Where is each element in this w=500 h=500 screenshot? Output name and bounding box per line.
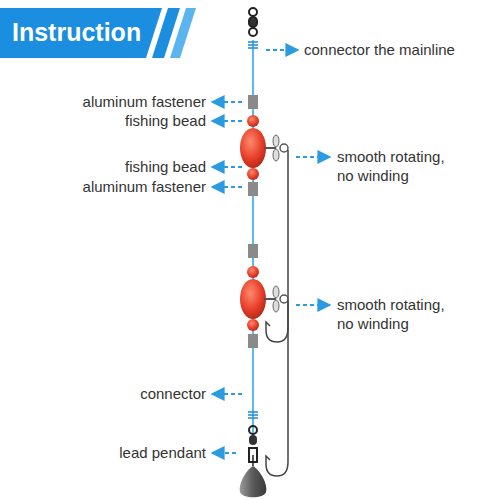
part-label: lead pendant — [119, 443, 206, 462]
lower-assembly — [240, 244, 288, 476]
part-label: connector the mainline — [304, 40, 455, 59]
title: Instruction — [12, 18, 141, 47]
part-label: smooth rotating, no winding — [337, 295, 465, 333]
title-banner — [0, 8, 196, 58]
top-coil — [248, 42, 258, 48]
top-swivel — [249, 8, 257, 36]
part-label: aluminum fastener — [83, 177, 206, 196]
lead-sinker — [240, 466, 267, 497]
part-label: fishing bead — [125, 111, 206, 130]
part-label: smooth rotating, no winding — [337, 147, 465, 185]
leader-arrows — [212, 50, 330, 453]
bottom-connector — [248, 412, 258, 466]
part-label: aluminum fastener — [83, 92, 206, 111]
part-label: fishing bead — [125, 157, 206, 176]
upper-assembly — [240, 95, 288, 342]
part-label: connector — [140, 384, 206, 403]
